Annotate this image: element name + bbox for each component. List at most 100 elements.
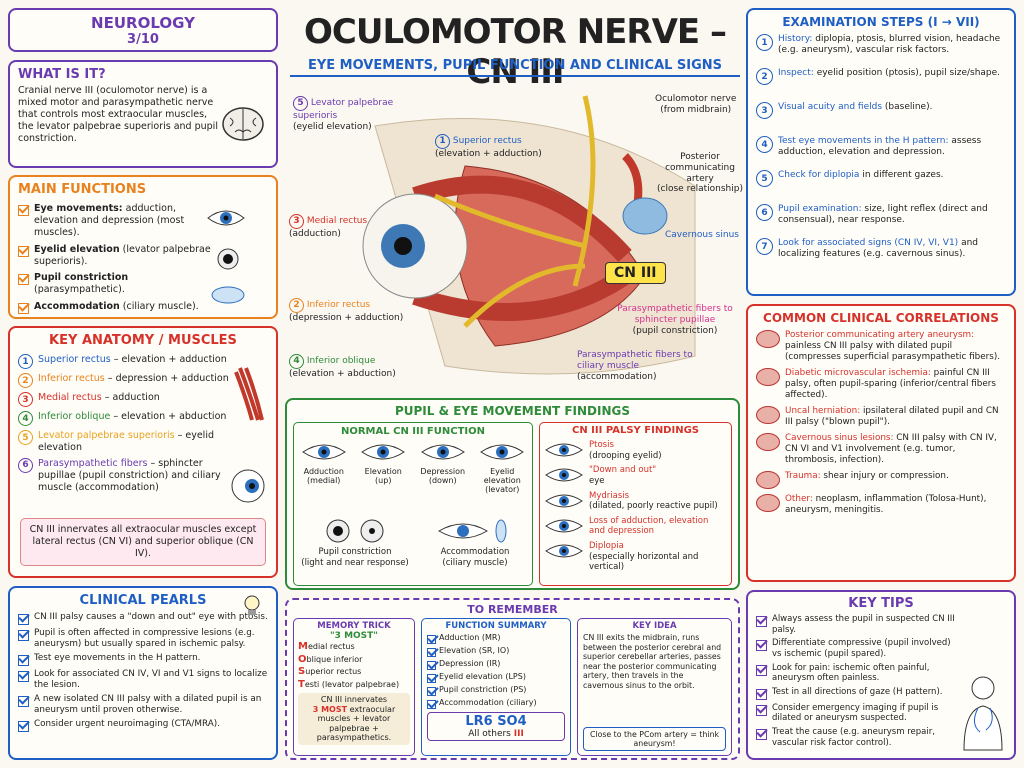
muscle-icon bbox=[234, 367, 264, 421]
orbit-illustration bbox=[362, 95, 696, 375]
exam-text: Inspect: eyelid position (ptosis), pupil… bbox=[778, 68, 1000, 79]
cn3-badge: CN III bbox=[605, 262, 666, 284]
exam-num: 1 bbox=[756, 34, 773, 51]
function-title: Accommodation bbox=[34, 301, 120, 313]
memory-line: Medial rectus bbox=[298, 641, 410, 654]
exam-title: Visual acuity and fields bbox=[778, 102, 883, 112]
remember-heading: TO REMEMBER bbox=[467, 603, 558, 616]
tip-text: Test in all directions of gaze (H patter… bbox=[772, 686, 943, 697]
check-icon bbox=[756, 664, 767, 676]
anatomy-desc: – sphincter pupillae (pupil constriction… bbox=[38, 457, 221, 493]
normal-item: Elevation(up) bbox=[355, 441, 411, 494]
what-box: WHAT IS IT? Cranial nerve III (oculomoto… bbox=[8, 60, 278, 168]
eye-icon bbox=[301, 444, 346, 460]
exam-title: Look for associated signs (CN IV, VI, V1… bbox=[778, 238, 959, 248]
page-title: OCULOMOTOR NERVE – CN III bbox=[304, 12, 727, 92]
palsy-item: Diplopia(especially horizontal and verti… bbox=[544, 541, 727, 573]
correlations-box: COMMON CLINICAL CORRELATIONS Posterior c… bbox=[746, 304, 1016, 582]
anatomy-num: 2 bbox=[18, 373, 33, 388]
correlation-icon bbox=[756, 493, 780, 512]
remember-box: TO REMEMBER MEMORY TRICK "3 MOST" Medial… bbox=[285, 598, 740, 760]
pearl-item: Pupil is often affected in compressive l… bbox=[18, 628, 268, 650]
correlation-title: Cavernous sinus lesions: bbox=[785, 432, 894, 443]
label-inferior-rectus: 2 Inferior rectus(depression + adduction… bbox=[289, 298, 439, 324]
anatomy-name: Parasympathetic fibers bbox=[38, 457, 148, 469]
memory-word: edial rectus bbox=[307, 642, 355, 651]
correlation-text: Trauma: shear injury or compression. bbox=[785, 471, 949, 482]
function-item: Eyelid elevation (levator palpebrae supe… bbox=[18, 244, 213, 268]
label-levator-sub: (eyelid elevation) bbox=[293, 121, 372, 132]
normal-label: Elevation bbox=[364, 467, 402, 476]
function-text: Eyelid elevation (levator palpebrae supe… bbox=[34, 244, 213, 268]
accommodation-icon bbox=[438, 519, 507, 543]
pupil-sub: (light and near response) bbox=[301, 557, 409, 568]
pearl-item: A new isolated CN III palsy with a dilat… bbox=[18, 694, 268, 716]
anatomy-num: 6 bbox=[18, 457, 33, 473]
page-subtitle: EYE MOVEMENTS, PUPIL FUNCTION AND CLINIC… bbox=[290, 58, 740, 77]
memory-letter: S bbox=[298, 666, 306, 677]
label-para2-name: Parasympathetic fibers to ciliary muscle bbox=[577, 350, 693, 371]
check-icon bbox=[18, 245, 29, 257]
normal-item: Eyelid elevation(levator) bbox=[474, 441, 530, 494]
tip-item: Consider emergency imaging if pupil is d… bbox=[756, 703, 956, 724]
memory-letter: O bbox=[298, 653, 307, 665]
check-icon bbox=[18, 720, 29, 732]
palsy-title: Diplopia bbox=[589, 541, 624, 551]
accom-sub: (ciliary muscle) bbox=[442, 557, 508, 568]
what-text: Cranial nerve III (oculomotor nerve) is … bbox=[18, 85, 218, 144]
normal-panel: NORMAL CN III FUNCTION Adduction(medial)… bbox=[293, 422, 533, 586]
correlation-text: Uncal herniation: ipsilateral dilated pu… bbox=[785, 406, 1006, 428]
anatomy-desc: – eyelid elevation bbox=[38, 430, 214, 453]
function-item: Eye movements: adduction, elevation and … bbox=[18, 203, 213, 239]
check-icon bbox=[18, 614, 29, 625]
correlation-item: Cavernous sinus lesions: CN III palsy wi… bbox=[756, 432, 1006, 466]
pearls-box: CLINICAL PEARLS CN III palsy causes a "d… bbox=[8, 586, 278, 760]
correlation-desc: ipsilateral dilated pupil and CN III pal… bbox=[785, 405, 999, 427]
function-desc: adduction, elevation and depression (mos… bbox=[34, 203, 185, 238]
normal-sub: (down) bbox=[428, 476, 457, 485]
palsy-title: Mydriasis bbox=[589, 490, 630, 501]
correlation-title: Other: bbox=[785, 493, 813, 504]
pearl-text: A new isolated CN III palsy with a dilat… bbox=[34, 693, 262, 715]
label-pcom-name: Posterior communicating artery bbox=[665, 152, 735, 184]
check-icon bbox=[18, 303, 29, 315]
pearl-text: CN III palsy causes a "down and out" eye… bbox=[34, 612, 268, 622]
label-para1: Parasympathetic fibers to sphincter pupi… bbox=[610, 304, 740, 336]
exam-title: Inspect: bbox=[778, 68, 814, 78]
page-number: 3/10 bbox=[127, 32, 159, 47]
correlation-icon bbox=[756, 470, 780, 489]
findings-box: PUPIL & EYE MOVEMENT FINDINGS NORMAL CN … bbox=[285, 398, 740, 590]
label-pcom-sub: (close relationship) bbox=[657, 184, 743, 195]
check-icon bbox=[18, 274, 29, 286]
summary-item: Adduction (MR) bbox=[427, 633, 565, 644]
accom-label: Accommodation bbox=[440, 547, 510, 557]
exam-desc: assess adduction, elevation and depressi… bbox=[778, 136, 982, 158]
palsy-text: Mydriasis(dilated, poorly reactive pupil… bbox=[589, 491, 718, 512]
exam-text: Test eye movements in the H pattern: ass… bbox=[778, 136, 1006, 159]
palsy-title: Ptosis bbox=[589, 440, 614, 450]
summary-item: Elevation (SR, IO) bbox=[427, 646, 565, 657]
exam-desc: diplopia, ptosis, blurred vision, headac… bbox=[778, 34, 1001, 56]
label-superior-rectus: 1 Superior rectus(elevation + adduction) bbox=[435, 134, 565, 160]
function-title: Pupil constriction bbox=[34, 272, 129, 284]
label-inferior-oblique-name: Inferior oblique bbox=[306, 356, 376, 367]
key-panel: KEY IDEA CN III exits the midbrain, runs… bbox=[577, 618, 732, 756]
brain-icon bbox=[222, 107, 264, 141]
all-others-label: All others bbox=[468, 729, 511, 739]
exam-title: Check for diplopia bbox=[778, 170, 860, 180]
palsy-text: Diplopia(especially horizontal and verti… bbox=[589, 541, 727, 573]
correlation-item: Uncal herniation: ipsilateral dilated pu… bbox=[756, 405, 1006, 428]
label-para2-sub: (accommodation) bbox=[577, 371, 657, 382]
memory-letter: M bbox=[298, 641, 308, 652]
eye-icon bbox=[545, 443, 583, 457]
summary-text: Accommodation (ciliary) bbox=[439, 698, 537, 707]
memory-note-b: 3 MOST bbox=[312, 704, 348, 714]
functions-box: MAIN FUNCTIONS Eye movements: adduction,… bbox=[8, 175, 278, 319]
palsy-item: Mydriasis(dilated, poorly reactive pupil… bbox=[544, 491, 727, 512]
check-icon bbox=[18, 695, 29, 707]
lens-icon bbox=[211, 286, 245, 304]
